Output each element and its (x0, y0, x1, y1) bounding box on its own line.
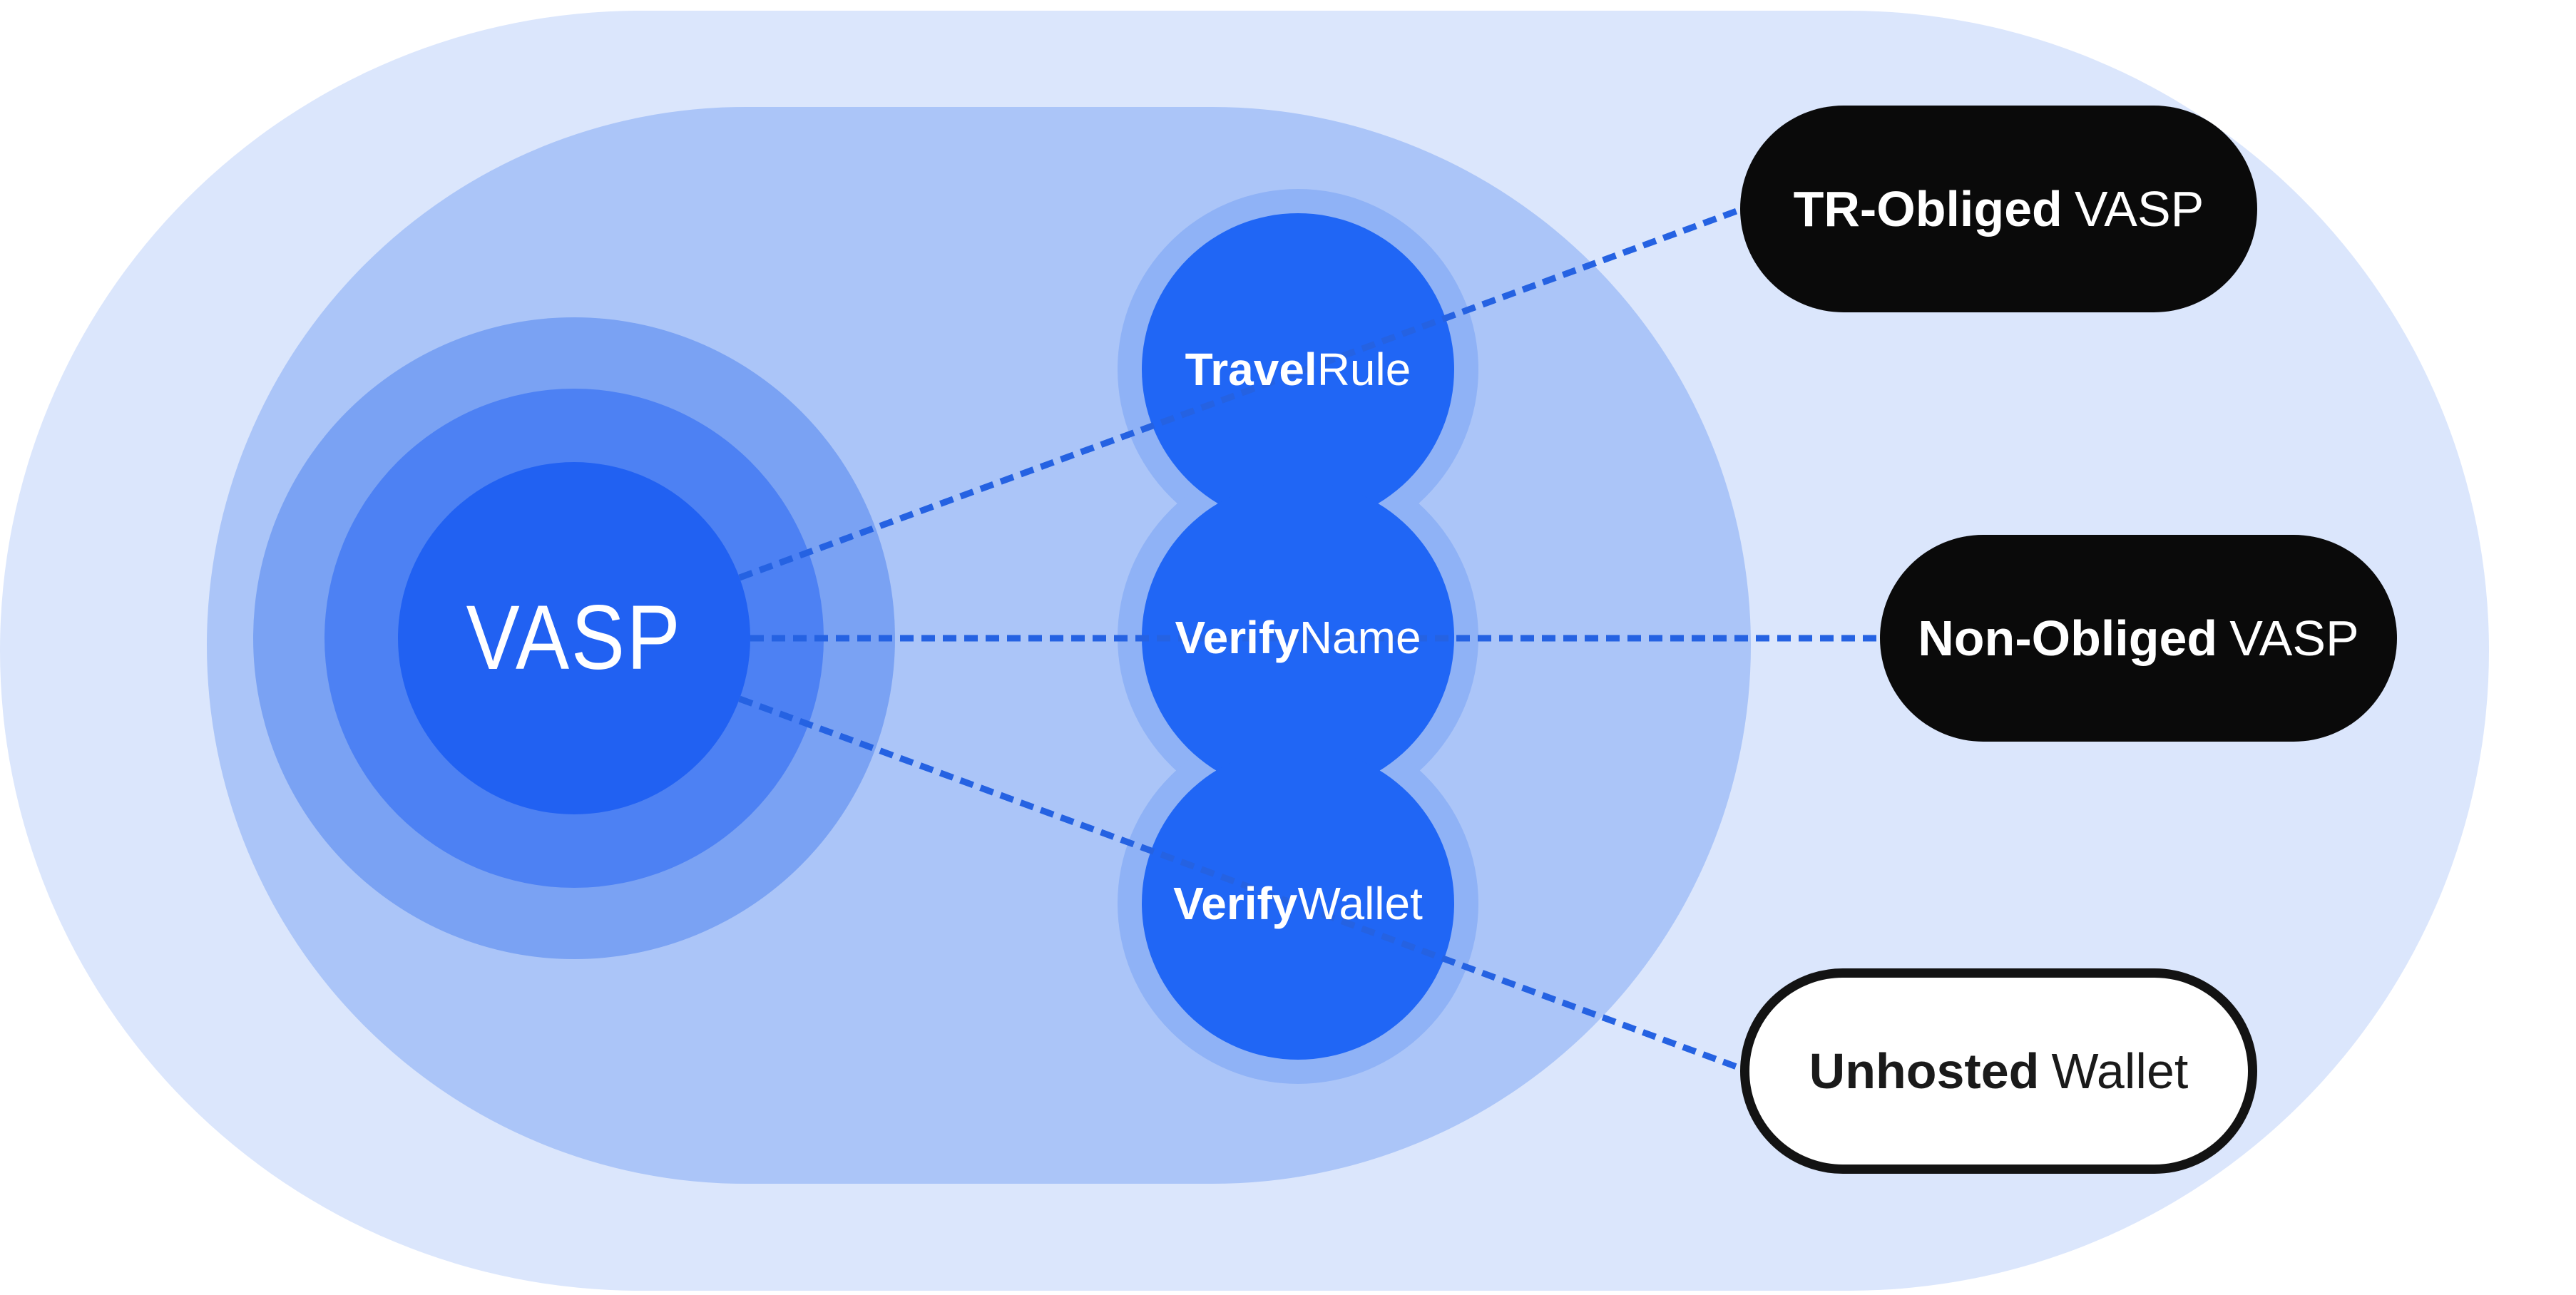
non-obliged-vasp-pill-light: VASP (2229, 610, 2359, 666)
connector-verifywallet-to-unhosted (738, 695, 1746, 1073)
travelrule-circle (1142, 213, 1454, 526)
verifywallet-label-bold: Verify (1173, 878, 1298, 929)
vasp-label: VASP (324, 567, 824, 710)
verifyname-label-bold: Verify (1175, 612, 1299, 663)
connector-travelrule-to-tr-obliged (738, 205, 1746, 581)
verifywallet-label-light: Wallet (1297, 878, 1423, 929)
travelrule-label-bold: Travel (1185, 344, 1317, 395)
unhosted-wallet-pill-light: Wallet (2051, 1043, 2189, 1099)
tr-obliged-vasp-pill-bold: TR-Obliged (1793, 181, 2063, 237)
verifywallet-circle (1142, 747, 1454, 1060)
unhosted-wallet-pill-bold: Unhosted (1809, 1043, 2040, 1099)
non-obliged-vasp-pill-bold: Non-Obliged (1918, 610, 2218, 666)
vasp-label-text: VASP (466, 587, 683, 689)
vasp-core-circle (398, 462, 750, 814)
tr-obliged-vasp-pill-light: VASP (2074, 181, 2204, 237)
verifyname-label-light: Name (1299, 612, 1421, 663)
travelrule-label-light: Rule (1317, 344, 1411, 395)
